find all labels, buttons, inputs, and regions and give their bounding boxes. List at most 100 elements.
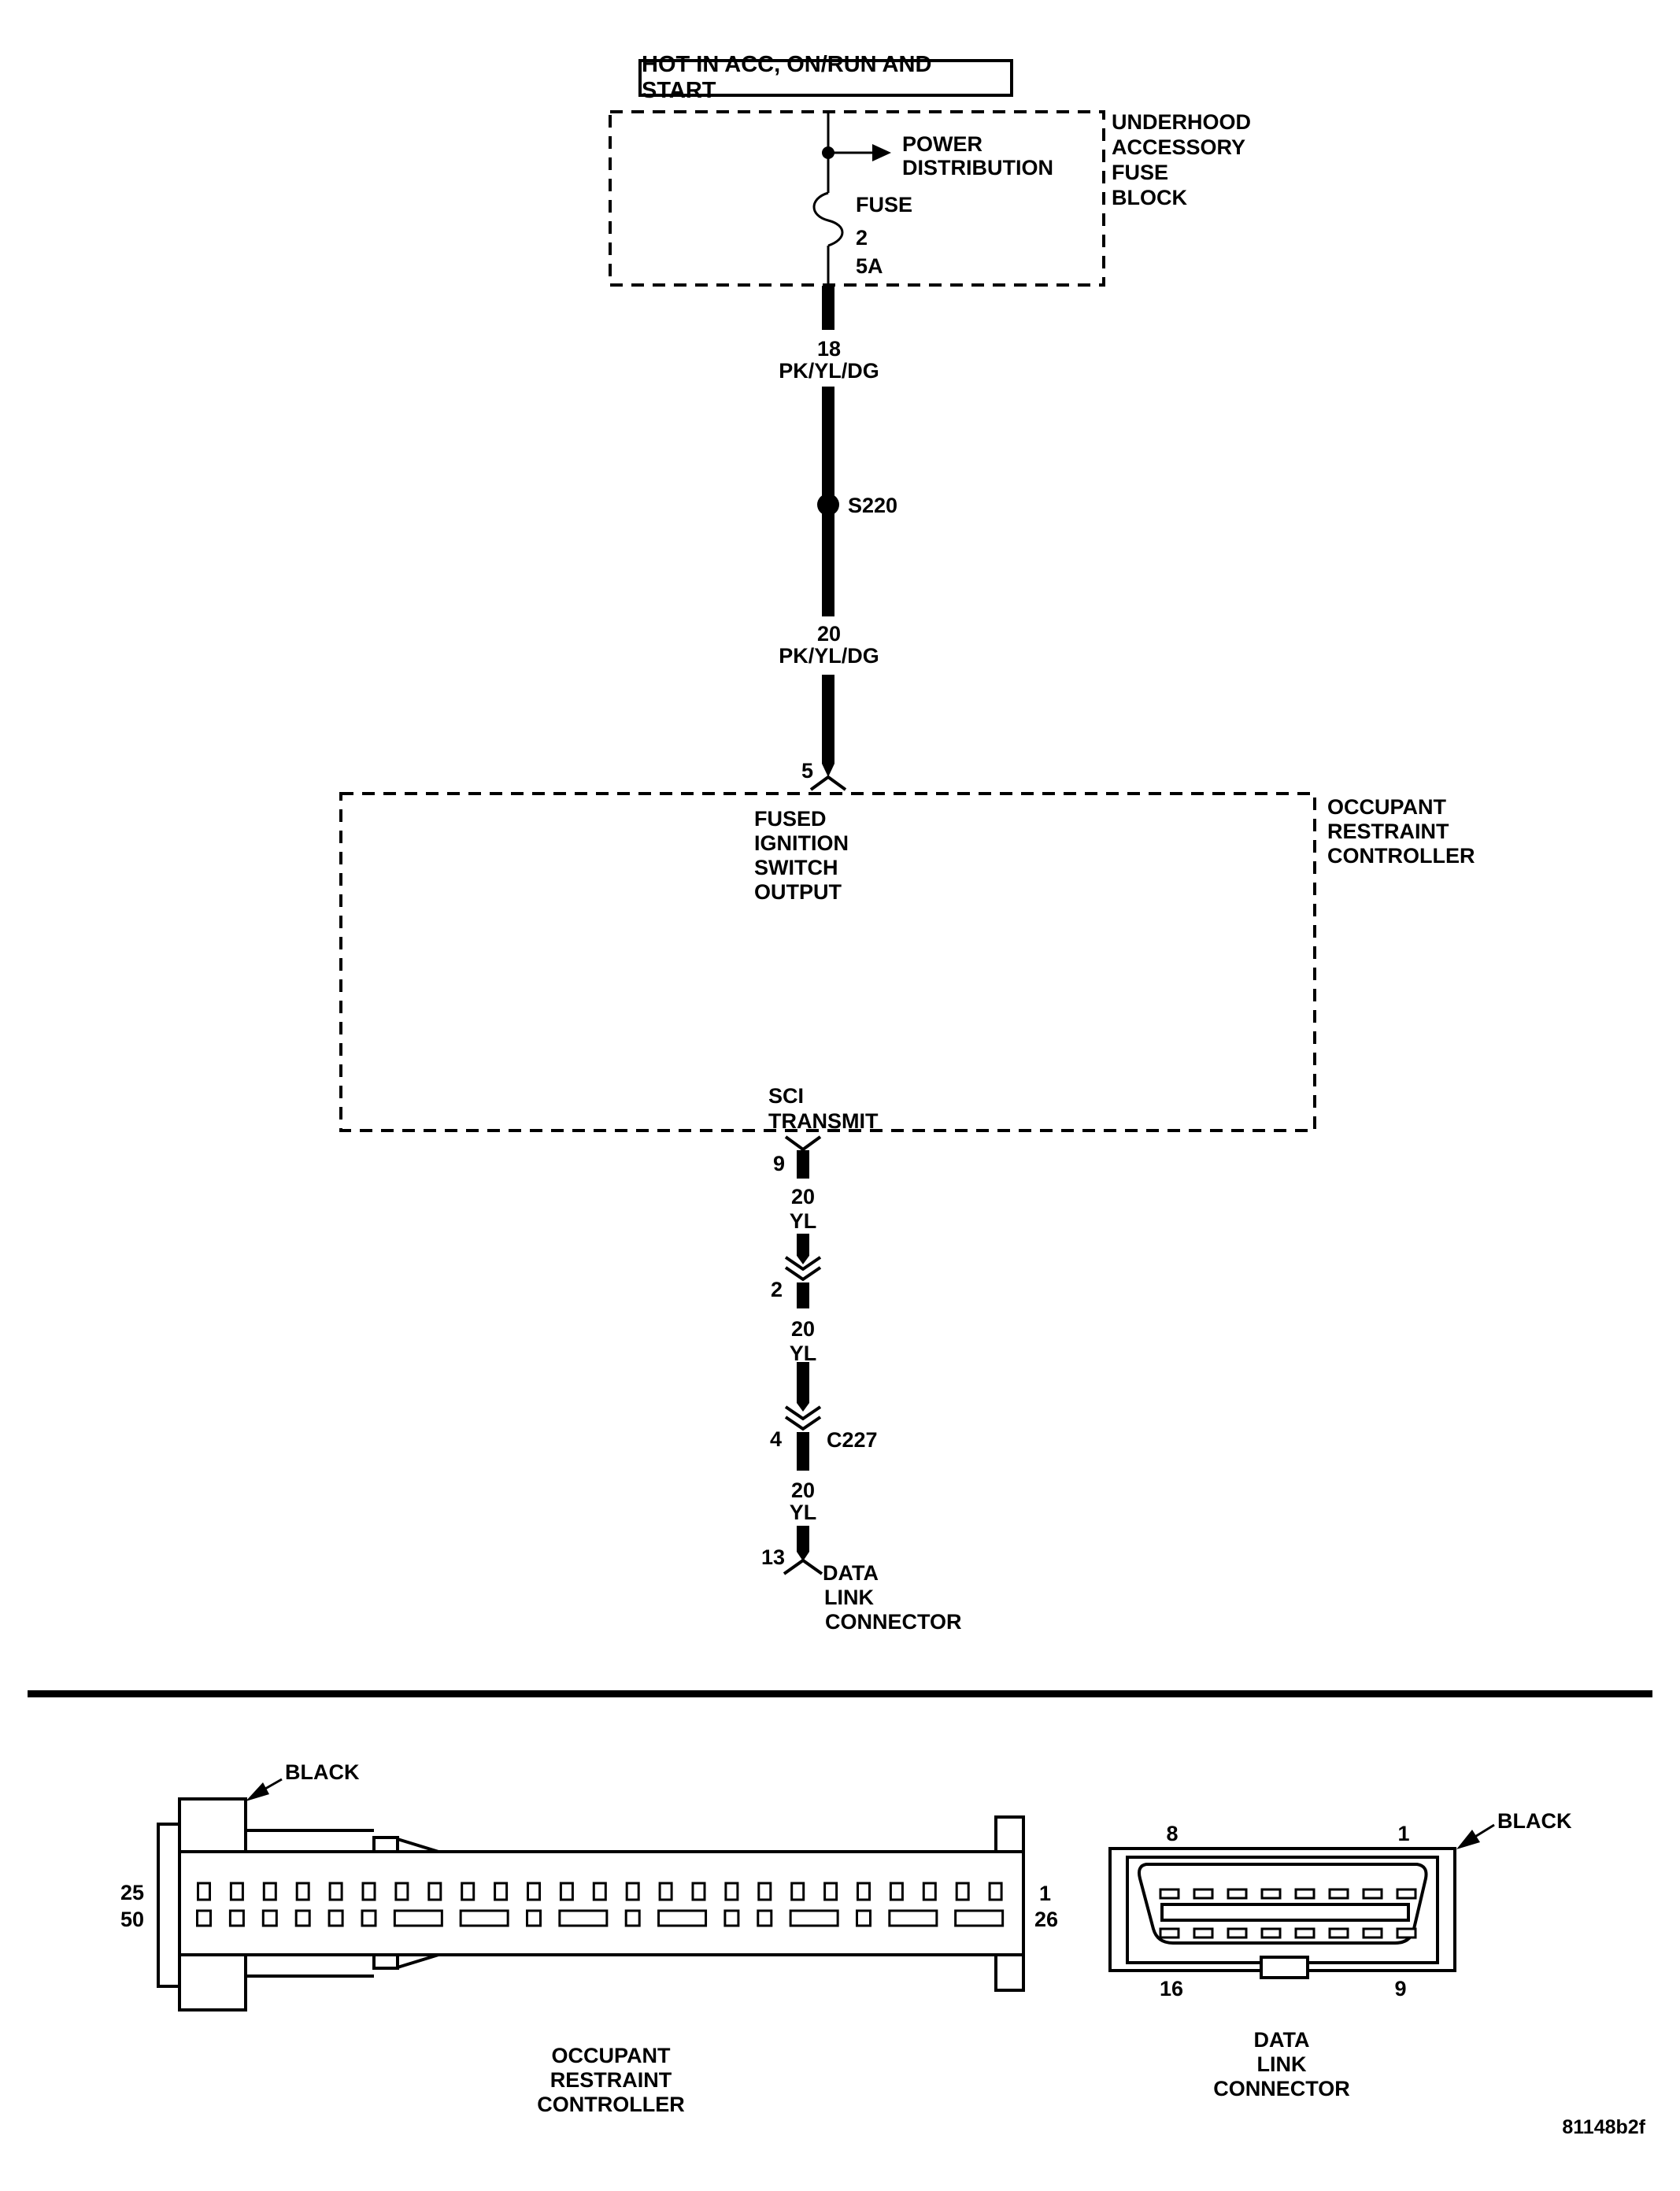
fuse-rating: 5A (856, 254, 883, 278)
wire-terminal-point (797, 1552, 809, 1561)
power-distribution-label-line: POWER (902, 132, 983, 156)
dlc-pin16-label: 16 (1159, 1977, 1184, 2000)
pin-slot (228, 1909, 245, 1927)
pin-slot (459, 1909, 509, 1927)
pin-slot (823, 1882, 838, 1901)
orc-connector-caption-line: RESTRAINT (550, 2068, 672, 2092)
wire-20-yl-segment (797, 1150, 809, 1179)
orc-connector-bottom-latch (372, 1953, 399, 1970)
orc-box-name-line: CONTROLLER (1327, 844, 1475, 868)
pin-slot (691, 1882, 706, 1901)
orc-connector-top-block (178, 1797, 247, 1853)
pin-slot (1396, 1888, 1417, 1900)
pin-slot (197, 1882, 211, 1901)
pin-slot (261, 1909, 278, 1927)
orc-pin5-number: 5 (801, 759, 813, 783)
dlc-pin13-number: 13 (760, 1545, 785, 1569)
pin-slot (559, 1882, 574, 1901)
pin-slot (1328, 1927, 1349, 1939)
orc-connector-caption-line: OCCUPANT (551, 2044, 671, 2067)
wire-20-pkyldg-segment (822, 675, 834, 764)
pin-slot (856, 1909, 871, 1927)
pin-slot (988, 1882, 1003, 1901)
pin-slot (1227, 1927, 1248, 1939)
pin-slot (1396, 1927, 1417, 1939)
inline-connector-c227-chevron-icon (784, 1416, 822, 1431)
inline-connector2-chevron-icon (784, 1266, 822, 1282)
pin-slot (857, 1882, 871, 1901)
dlc-pin9-label: 9 (1394, 1977, 1407, 2000)
orc-connector-body (178, 1850, 1025, 1956)
dlc-bottom-notch (1260, 1956, 1309, 1979)
power-distribution-arrow-icon (872, 144, 891, 161)
wire-terminal-point (797, 1403, 809, 1412)
fuse-number: 2 (856, 226, 868, 250)
inline-connector-c227-id: C227 (827, 1428, 878, 1452)
orc-connector-color-label: BLACK (285, 1760, 360, 1784)
orc-pin25-label: 25 (120, 1881, 144, 1904)
fuse-block-dashed-box (609, 110, 1105, 287)
hot-in-acc-label: HOT IN ACC, ON/RUN AND START (642, 52, 932, 103)
wire3-color: YL (789, 1209, 817, 1233)
orc-pin9-number: 9 (772, 1152, 785, 1175)
orc-connector-bottom-block (178, 1953, 247, 2012)
pin-slot (527, 1882, 541, 1901)
wire2-color: PK/YL/DG (779, 644, 879, 668)
pin-slot (757, 1909, 773, 1927)
dlc-connector-inner (1126, 1856, 1439, 1964)
pin-slot (327, 1909, 344, 1927)
pin-slot (361, 1909, 377, 1927)
wire4-gauge: 20 (790, 1317, 816, 1341)
wire-terminal-point (797, 1256, 809, 1264)
pin-slot (262, 1882, 277, 1901)
pin-slot (624, 1909, 641, 1927)
dlc-connector-caption-line: LINK (1256, 2052, 1307, 2076)
fuse-block-name-line: UNDERHOOD (1112, 110, 1252, 134)
pin-slot (922, 1882, 937, 1901)
dlc-black-leader-line (1473, 1823, 1495, 1839)
orc-signal-in-line: IGNITION (754, 831, 849, 855)
wire-18-pkyldg-segment (822, 387, 834, 497)
wire5-color: YL (789, 1501, 817, 1524)
pin-slot (889, 1882, 904, 1901)
orc-pin5-terminal-icon (809, 775, 847, 791)
dlc-pin1-label: 1 (1397, 1822, 1410, 1845)
hot-in-acc-label-box: HOT IN ACC, ON/RUN AND START (638, 52, 1013, 103)
dlc-name-line: LINK (824, 1586, 874, 1609)
pin-slot (1193, 1888, 1214, 1900)
fuse-element-symbol (812, 191, 844, 247)
pin-slot (526, 1909, 542, 1927)
dlc-center-key-bar (1160, 1903, 1410, 1922)
dlc-name-line: CONNECTOR (825, 1610, 962, 1634)
pin-slot (294, 1909, 311, 1927)
dlc-pin-slot-grid (1159, 1888, 1417, 1939)
orc-pin26-label: 26 (1034, 1908, 1059, 1931)
pin-slot (558, 1909, 609, 1927)
pin-slot (954, 1909, 1005, 1927)
dlc-pin13-terminal-icon (783, 1558, 823, 1575)
splice-label: S220 (848, 494, 898, 517)
orc-connector-top-latch-ramp (397, 1838, 439, 1853)
dlc-name-line: DATA (823, 1561, 879, 1585)
pin-slot (790, 1882, 805, 1901)
orc-signal-in-line: OUTPUT (754, 880, 842, 904)
wire-20-yl-segment (797, 1234, 809, 1256)
splice-s220-dot (817, 494, 839, 516)
diagram-code: 81148b2f (1562, 2116, 1645, 2138)
pin-slot (658, 1882, 673, 1901)
orc-connector-left-plate (157, 1823, 181, 1988)
pin-slot (723, 1909, 740, 1927)
orc-connector-bottom-pin-row (196, 1909, 1005, 1927)
pin-slot (592, 1882, 607, 1901)
fuse-label: FUSE (856, 193, 913, 217)
pin-slot (724, 1882, 739, 1901)
pin-slot (393, 1909, 443, 1927)
wire-20-yl-segment (797, 1432, 809, 1471)
orc-pin50-label: 50 (120, 1908, 144, 1931)
orc-connector-bottom-latch-ramp (397, 1953, 439, 1969)
dlc-connector-caption-line: DATA (1253, 2028, 1310, 2052)
orc-pin9-terminal-icon (784, 1135, 822, 1152)
pin-slot (789, 1909, 839, 1927)
pin-slot (625, 1882, 640, 1901)
